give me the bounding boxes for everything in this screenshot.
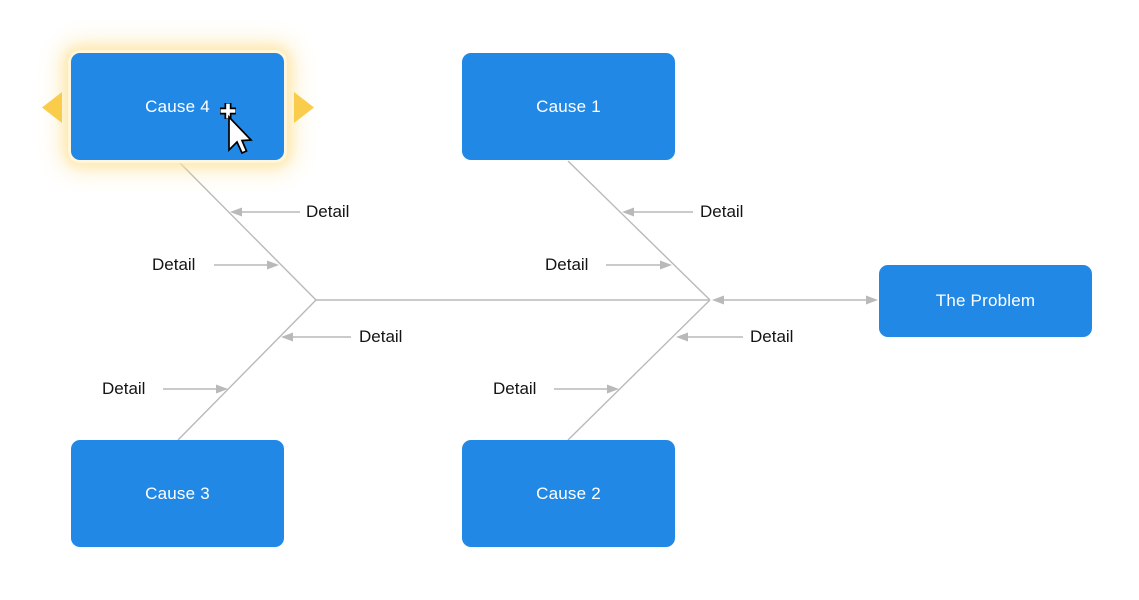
node-cause4[interactable]: Cause 4	[71, 53, 284, 160]
arrowhead-into-problem	[866, 295, 878, 305]
extend-left-handle[interactable]	[42, 92, 62, 123]
detail-label[interactable]: Detail	[700, 202, 744, 221]
bone-cause1-line[interactable]	[567, 160, 711, 301]
detail-label[interactable]: Detail	[152, 255, 196, 274]
detail-arrowhead	[622, 207, 634, 217]
detail-arrowhead	[676, 332, 688, 342]
detail-arrowhead	[230, 207, 242, 217]
bone-cause2-line[interactable]	[567, 299, 711, 441]
node-cause2-label: Cause 2	[536, 483, 601, 503]
node-cause1-label: Cause 1	[536, 96, 601, 116]
detail-arrowhead	[281, 332, 293, 342]
extend-right-handle[interactable]	[294, 92, 314, 123]
bone-cause4-line[interactable]	[177, 160, 317, 301]
arrowhead-at-junction	[712, 295, 724, 305]
detail-arrowhead	[267, 260, 279, 270]
detail-label[interactable]: Detail	[359, 327, 403, 346]
detail-label[interactable]: Detail	[545, 255, 589, 274]
detail-arrowhead	[216, 384, 228, 394]
node-cause1[interactable]: Cause 1	[462, 53, 675, 160]
detail-label[interactable]: Detail	[750, 327, 794, 346]
detail-arrowhead	[607, 384, 619, 394]
detail-label[interactable]: Detail	[306, 202, 350, 221]
node-cause4-label: Cause 4	[145, 96, 210, 116]
node-problem[interactable]: The Problem	[879, 265, 1092, 337]
node-cause2[interactable]: Cause 2	[462, 440, 675, 547]
node-cause3-label: Cause 3	[145, 483, 210, 503]
detail-label[interactable]: Detail	[493, 379, 537, 398]
detail-label[interactable]: Detail	[102, 379, 146, 398]
bone-cause3-line[interactable]	[177, 299, 317, 441]
detail-arrowhead	[660, 260, 672, 270]
node-problem-label: The Problem	[935, 291, 1036, 310]
node-cause3[interactable]: Cause 3	[71, 440, 284, 547]
